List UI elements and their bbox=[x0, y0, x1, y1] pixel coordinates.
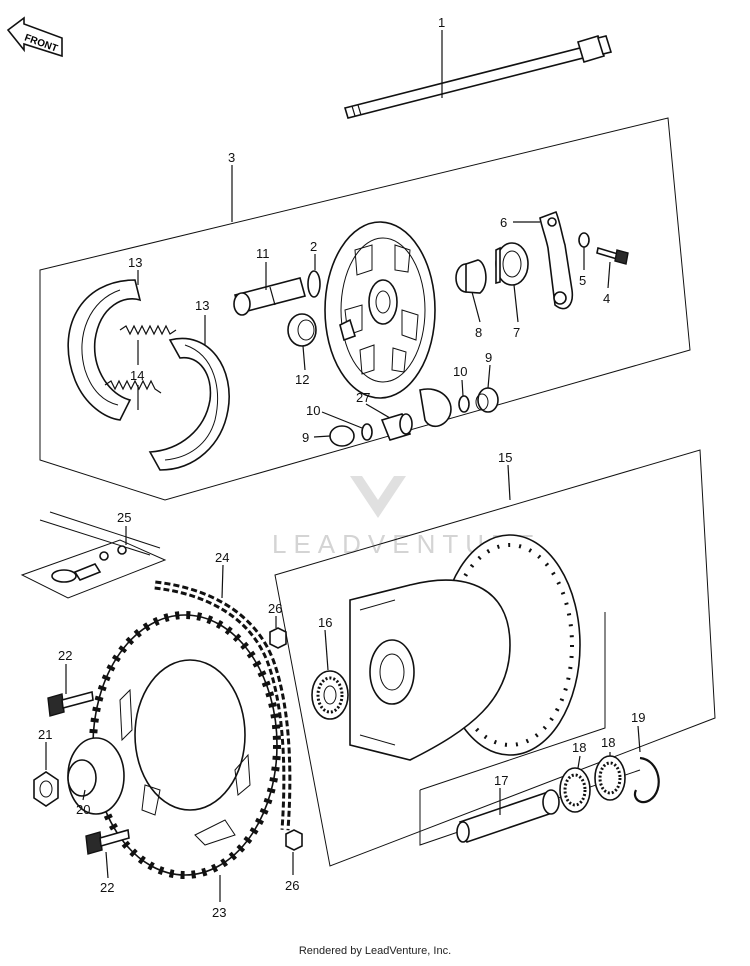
callout-8: 8 bbox=[475, 325, 482, 340]
callout-22-lower: 22 bbox=[100, 880, 114, 895]
collar-right bbox=[475, 387, 499, 413]
callout-12: 12 bbox=[295, 372, 309, 387]
callout-9-left: 9 bbox=[302, 430, 309, 445]
callout-5: 5 bbox=[579, 273, 586, 288]
callout-19: 19 bbox=[631, 710, 645, 725]
hub-frame bbox=[274, 449, 716, 867]
callout-21: 21 bbox=[38, 727, 52, 742]
axle-nut bbox=[33, 771, 59, 807]
callout-13-left: 13 bbox=[128, 255, 142, 270]
sprocket-flange bbox=[67, 737, 125, 815]
callout-20: 20 bbox=[76, 802, 90, 817]
anchor-pin-cap bbox=[287, 313, 317, 347]
rear-sprocket bbox=[89, 611, 281, 879]
circlip bbox=[633, 756, 660, 804]
distance-collar bbox=[456, 789, 560, 844]
master-link bbox=[20, 511, 167, 599]
callout-13-right: 13 bbox=[195, 298, 209, 313]
callout-18-outer: 18 bbox=[601, 735, 615, 750]
callout-18-inner: 18 bbox=[572, 740, 586, 755]
callout-3: 3 bbox=[228, 150, 235, 165]
callout-10-left: 10 bbox=[306, 403, 320, 418]
drive-chain bbox=[154, 580, 292, 831]
callout-23: 23 bbox=[212, 905, 226, 920]
callout-1: 1 bbox=[438, 15, 445, 30]
callout-27: 27 bbox=[356, 390, 370, 405]
hub-bearing-left bbox=[311, 670, 349, 720]
bushing-collar bbox=[455, 259, 487, 294]
brake-shoe-left bbox=[67, 279, 142, 421]
leader-lines bbox=[45, 30, 641, 902]
hub-bearing-right-outer bbox=[594, 755, 626, 801]
callout-22-upper: 22 bbox=[58, 648, 72, 663]
callout-4: 4 bbox=[603, 291, 610, 306]
callout-9-right: 9 bbox=[485, 350, 492, 365]
callout-25: 25 bbox=[117, 510, 131, 525]
return-spring-lower bbox=[104, 379, 162, 394]
hub-bearing-right-inner bbox=[559, 767, 591, 813]
lever-bolt bbox=[596, 246, 629, 265]
callout-10-right: 10 bbox=[453, 364, 467, 379]
callout-numbers: 1 2 3 4 5 6 7 8 9 9 10 10 11 12 13 13 14… bbox=[38, 15, 645, 920]
footer-credit: Rendered by LeadVenture, Inc. bbox=[298, 945, 452, 957]
bearing-subframe bbox=[419, 612, 606, 791]
callout-26-upper: 26 bbox=[268, 601, 282, 616]
grease-seal bbox=[495, 242, 529, 286]
sprocket-nut-upper bbox=[269, 627, 287, 649]
return-spring-upper bbox=[119, 324, 177, 336]
lock-washer bbox=[578, 232, 590, 248]
sprocket-bolt-upper bbox=[47, 690, 94, 717]
callout-11: 11 bbox=[256, 246, 270, 261]
rear-hub bbox=[349, 534, 581, 761]
brake-cam-lever bbox=[539, 210, 574, 310]
brake-shoe-right bbox=[148, 337, 230, 471]
washer-right bbox=[458, 395, 470, 413]
callout-26-lower: 26 bbox=[285, 878, 299, 893]
axle-part bbox=[343, 35, 613, 119]
o-ring bbox=[307, 270, 321, 298]
collar-left bbox=[329, 425, 355, 447]
callout-14: 14 bbox=[130, 368, 144, 383]
brake-cam bbox=[233, 277, 306, 316]
brake-panel-plate bbox=[324, 221, 452, 428]
sprocket-nut-lower bbox=[285, 829, 303, 851]
callout-6: 6 bbox=[500, 215, 507, 230]
washer-left bbox=[361, 423, 373, 441]
callout-15: 15 bbox=[498, 450, 512, 465]
callout-16: 16 bbox=[318, 615, 332, 630]
spacer-sleeve bbox=[380, 413, 413, 441]
sprocket-bolt-lower bbox=[85, 828, 130, 855]
callout-17: 17 bbox=[494, 773, 508, 788]
front-arrow-icon: FRONT bbox=[6, 16, 63, 58]
callout-7: 7 bbox=[513, 325, 520, 340]
callout-2: 2 bbox=[310, 239, 317, 254]
callout-24: 24 bbox=[215, 550, 229, 565]
brake-panel-frame bbox=[39, 117, 691, 501]
